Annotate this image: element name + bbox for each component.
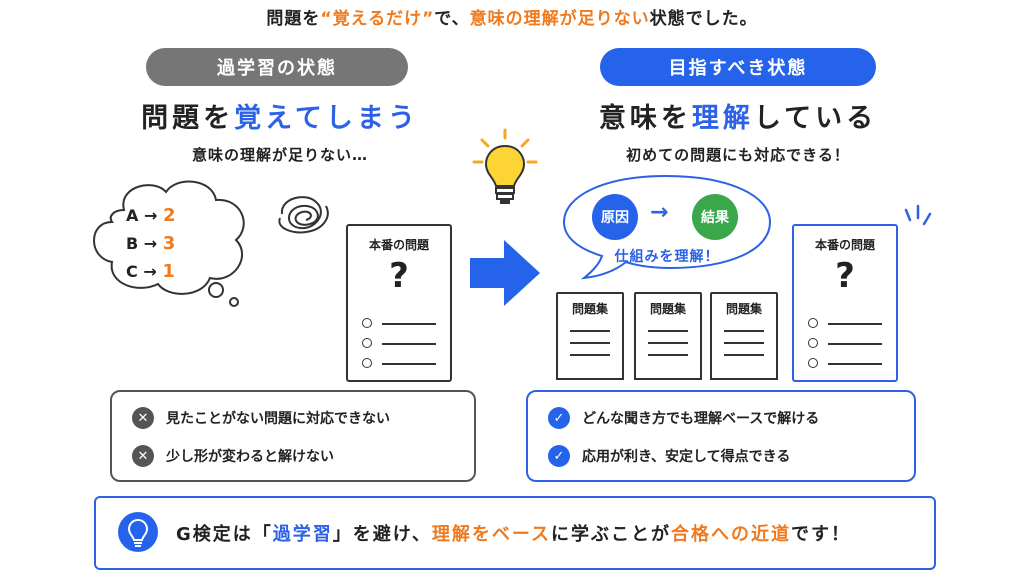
lightbulb-icon (472, 128, 538, 204)
workbook: 問題集 (634, 292, 702, 380)
overfitting-state-pill: 過学習の状態 (146, 48, 408, 86)
answer-option (362, 318, 442, 330)
conclusion-banner: G検定は「過学習」を避け、理解をベースに学ぶことが合格への近道です！ (94, 496, 936, 570)
workbook: 問題集 (710, 292, 778, 380)
answer-option (808, 318, 888, 330)
arrow-right-icon: → (650, 200, 669, 225)
answer-pair: B → 3 (126, 233, 176, 254)
answer-option (362, 338, 442, 350)
check-icon: ✓ (548, 407, 570, 429)
exam-problem-card: 本番の問題 ? (346, 224, 452, 382)
problems-box: ✕ 見たことがない問題に対応できない ✕ 少し形が変わると解けない (110, 390, 476, 482)
answer-option (808, 358, 888, 370)
exam-problem-card: 本番の問題 ? (792, 224, 898, 382)
target-state-pill: 目指すべき状態 (600, 48, 876, 86)
cross-icon: ✕ (132, 445, 154, 467)
bubble-text: 仕組みを理解！ (614, 249, 720, 265)
tangle-icon (278, 196, 329, 234)
answer-pair: C → 1 (126, 261, 175, 282)
workbook: 問題集 (556, 292, 624, 380)
left-heading: 問題を覚えてしまう (141, 103, 419, 134)
lightbulb-icon (118, 512, 158, 552)
answer-option (362, 358, 442, 370)
cause-circle: 原因 (592, 194, 638, 240)
question-mark-icon: ? (835, 256, 855, 296)
cross-icon: ✕ (132, 407, 154, 429)
right-subheading: 初めての問題にも対応できる！ (626, 146, 850, 164)
problem-item: ✕ 見たことがない問題に対応できない (132, 406, 390, 430)
benefit-item: ✓ 応用が利き、安定して得点できる (548, 444, 790, 468)
problem-item: ✕ 少し形が変わると解けない (132, 444, 334, 468)
conclusion-text: G検定は「過学習」を避け、理解をベースに学ぶことが合格への近道です！ (176, 524, 851, 545)
answer-pair: A → 2 (126, 205, 176, 226)
right-heading: 意味を理解している (598, 103, 878, 134)
sparkle-lines-icon (904, 204, 932, 226)
thought-cloud (93, 180, 245, 307)
question-mark-icon: ? (389, 256, 409, 296)
page-title: 問題を“覚えるだけ”で、意味の理解が足りない状態でした。 (266, 9, 758, 29)
arrow-right-icon (470, 240, 540, 306)
benefits-box: ✓ どんな聞き方でも理解ベースで解ける ✓ 応用が利き、安定して得点できる (526, 390, 916, 482)
effect-circle: 結果 (692, 194, 738, 240)
check-icon: ✓ (548, 445, 570, 467)
left-subheading: 意味の理解が足りない… (191, 146, 368, 164)
benefit-item: ✓ どんな聞き方でも理解ベースで解ける (548, 406, 819, 430)
answer-option (808, 338, 888, 350)
memorized-answers: A → 2 B → 3 C → 1 (126, 202, 226, 286)
